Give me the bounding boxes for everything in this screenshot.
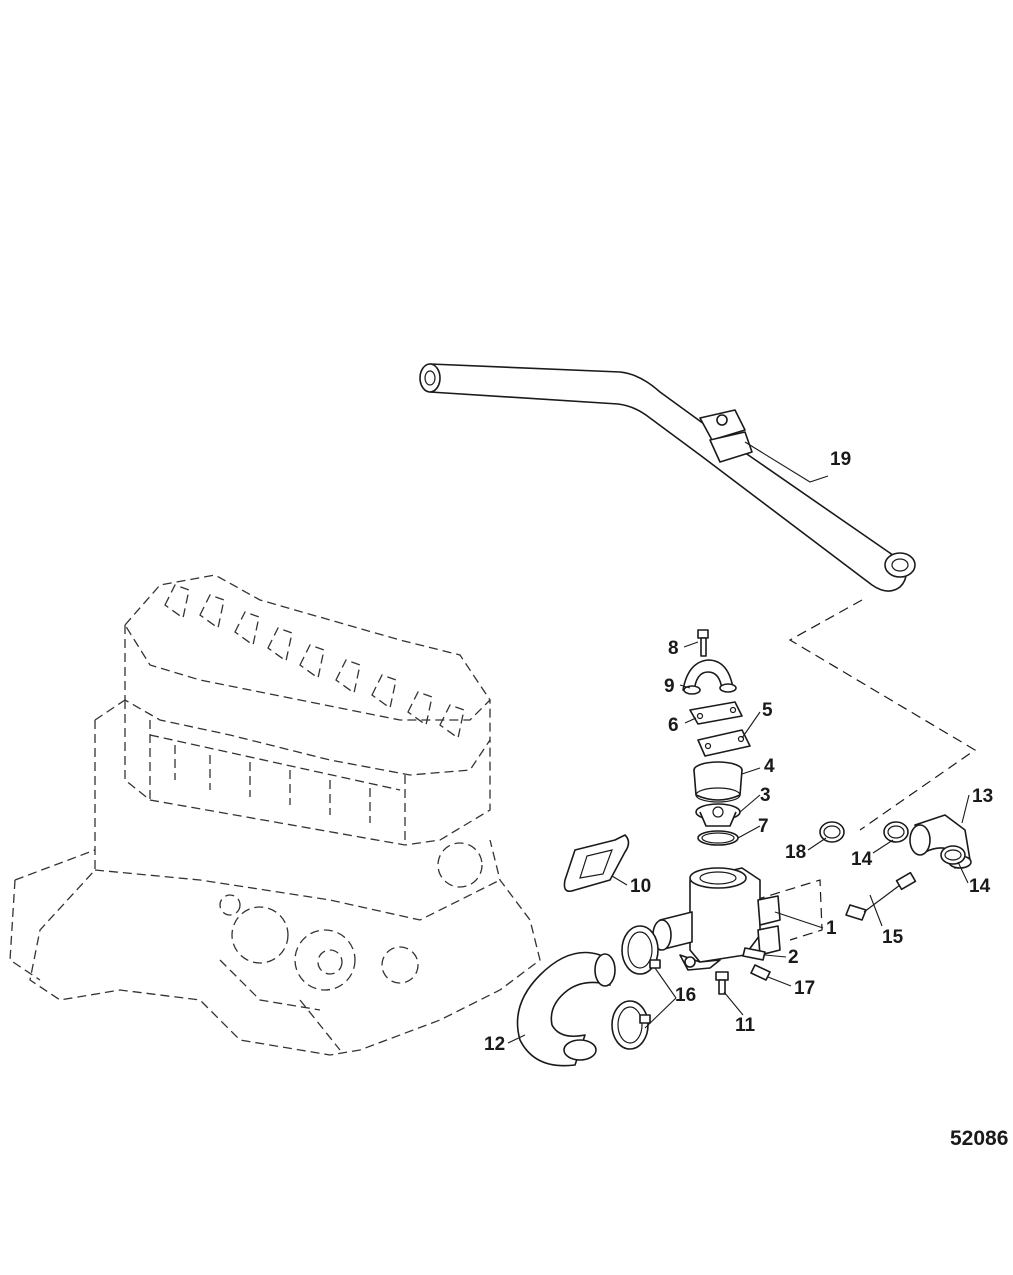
part-10-gasket (563, 834, 630, 893)
part-15-sender-lead (845, 871, 917, 921)
part-4-thermostat-cover (693, 761, 743, 803)
part-16-clamp-lower (611, 1000, 651, 1050)
callout-12: 12 (484, 1034, 505, 1055)
part-5-gasket (697, 729, 751, 757)
callout-4: 4 (764, 756, 775, 777)
leader-lines (507, 441, 970, 1044)
part-14a-clamp (883, 821, 909, 843)
part-2-sender (742, 947, 766, 961)
callout-13: 13 (972, 786, 993, 807)
part-6-gasket (689, 701, 743, 725)
callout-5: 5 (762, 700, 773, 721)
part-14b-clamp (940, 845, 966, 865)
callout-labels: 19 8 9 6 5 4 3 7 10 1 2 17 11 16 12 13 1… (484, 449, 993, 1055)
part-18-clamp (819, 821, 845, 843)
callout-11: 11 (735, 1015, 756, 1036)
callout-15: 15 (882, 927, 904, 948)
routing-dashes (754, 599, 977, 941)
part-17-sensor (750, 964, 771, 981)
callout-10: 10 (630, 876, 651, 897)
valve-stud-row (164, 584, 465, 740)
part-16-clamp-upper (621, 925, 661, 975)
part-1-thermostat-housing (652, 867, 781, 971)
part-8-bolt (697, 629, 709, 657)
part-3-thermostat (695, 803, 741, 827)
figure-number: 52086 (950, 1127, 1008, 1150)
callout-18: 18 (785, 842, 806, 863)
callout-14a: 14 (851, 849, 873, 870)
callout-19: 19 (830, 449, 851, 470)
callout-3: 3 (760, 785, 771, 806)
engine-block-phantom (9, 574, 541, 1056)
callout-16: 16 (675, 985, 696, 1006)
part-12-hose (516, 951, 616, 1067)
callout-1: 1 (826, 918, 837, 939)
callout-7: 7 (758, 816, 769, 837)
callout-17: 17 (794, 978, 815, 999)
callout-8: 8 (668, 638, 679, 659)
callout-6: 6 (668, 715, 679, 736)
callout-14b: 14 (969, 876, 991, 897)
part-7-o-ring (697, 830, 739, 846)
part-9-bracket (682, 659, 737, 695)
part-11-bolt (715, 971, 729, 995)
callout-2: 2 (788, 947, 799, 968)
callout-9: 9 (664, 676, 675, 697)
part-19-coolant-pipe (419, 363, 916, 592)
